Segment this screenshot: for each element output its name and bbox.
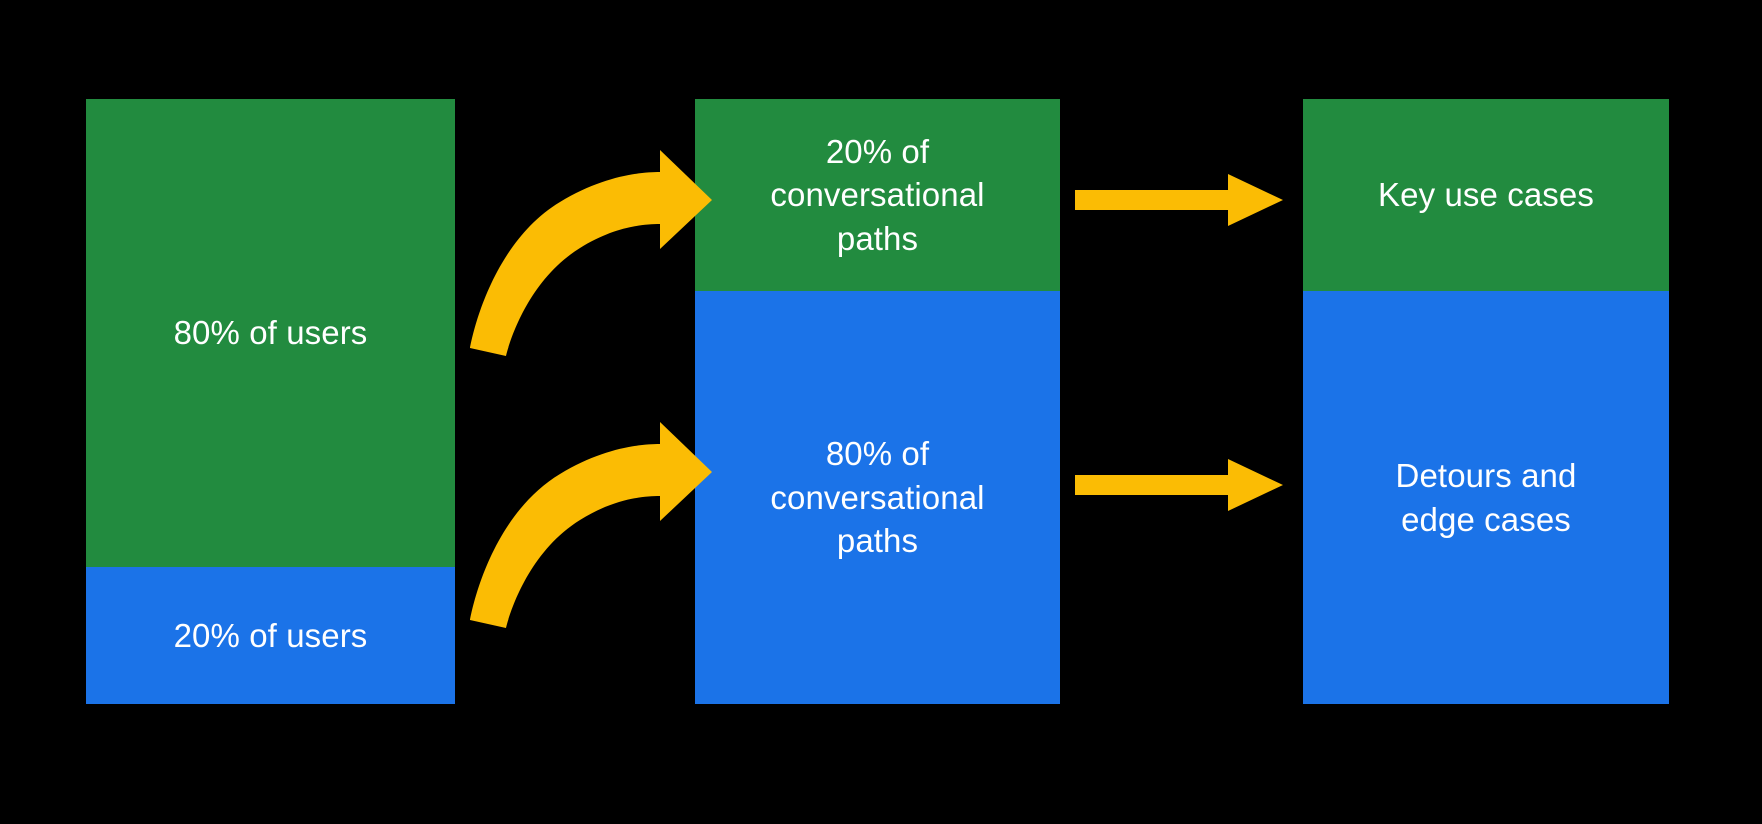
segment-label-paths-majority: 80% of conversational paths (770, 435, 985, 560)
segment-outcome-key-use-cases[interactable]: Key use cases (1303, 99, 1669, 291)
column-outcomes: Key use cases Detours and edge cases (1303, 99, 1669, 704)
curved-arrow-users-to-minority-paths-icon (470, 150, 712, 356)
segment-paths-minority[interactable]: 20% of conversational paths (695, 99, 1060, 291)
segment-label-key-use-cases: Key use cases (1378, 176, 1594, 214)
segment-label-detours-edge-cases: Detours and edge cases (1395, 456, 1577, 538)
segment-users-majority[interactable]: 80% of users (86, 99, 455, 567)
column-conversational-paths: 20% of conversational paths 80% of conve… (695, 99, 1060, 704)
segment-users-minority[interactable]: 20% of users (86, 567, 455, 704)
straight-arrow-paths-to-detours-icon (1075, 459, 1283, 511)
segment-paths-majority[interactable]: 80% of conversational paths (695, 291, 1060, 704)
segment-label-paths-minority: 20% of conversational paths (770, 132, 985, 257)
segment-outcome-detours[interactable]: Detours and edge cases (1303, 291, 1669, 704)
segment-label-users-minority: 20% of users (173, 616, 368, 654)
column-users: 80% of users 20% of users (86, 99, 455, 704)
curved-arrow-users-to-majority-paths-icon (470, 422, 712, 628)
segment-label-users-majority: 80% of users (173, 314, 368, 352)
straight-arrow-paths-to-key-use-cases-icon (1075, 174, 1283, 226)
